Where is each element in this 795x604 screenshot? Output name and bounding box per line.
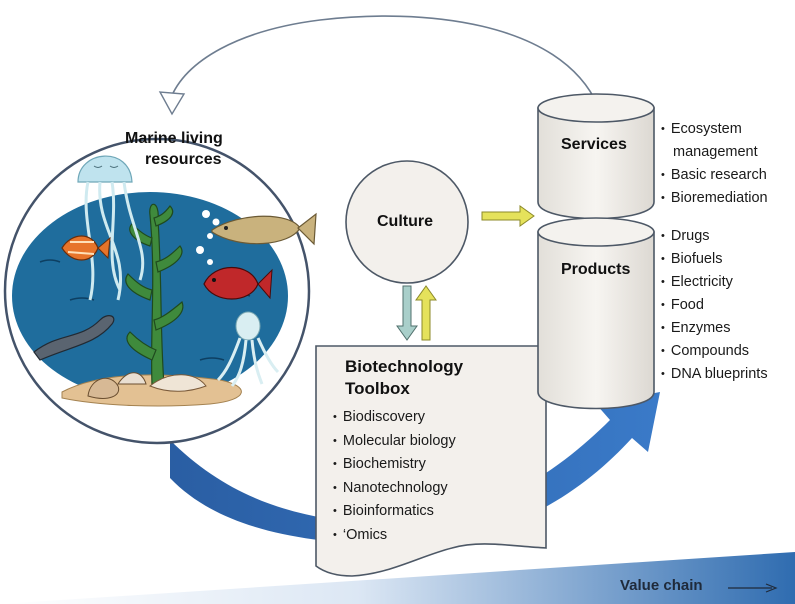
return-arc-arrowhead <box>158 91 186 116</box>
products-item: Drugs <box>661 225 768 248</box>
services-item: Ecosystem <box>661 118 768 141</box>
services-cylinder <box>537 93 655 220</box>
culture-label: Culture <box>377 213 433 230</box>
toolbox-to-culture-arrow <box>415 285 437 341</box>
toolbox-title-line2: Toolbox <box>345 379 410 398</box>
services-item: Bioremediation <box>661 187 768 210</box>
products-item: Electricity <box>661 271 768 294</box>
return-arc-arrow-outline <box>169 15 599 107</box>
culture-to-toolbox-arrow <box>396 285 418 341</box>
value-chain-arrowhead <box>765 583 778 593</box>
eel-drawing <box>33 315 115 361</box>
services-item: Basic research <box>661 164 768 187</box>
products-cylinder <box>537 217 655 410</box>
toolbox-title: Biotechnology Toolbox <box>345 356 463 400</box>
toolbox-item: Biochemistry <box>333 453 456 477</box>
products-label: Products <box>561 261 631 278</box>
toolbox-title-line1: Biotechnology <box>345 357 464 376</box>
toolbox-item: Molecular biology <box>333 430 456 454</box>
toolbox-item: Biodiscovery <box>333 406 456 430</box>
products-list: Drugs Biofuels Electricity Food Enzymes … <box>661 225 768 386</box>
products-item: Biofuels <box>661 248 768 271</box>
products-item: DNA blueprints <box>661 363 768 386</box>
services-item: management <box>673 144 758 160</box>
value-chain-band <box>0 552 795 604</box>
ocean-wave-lines <box>39 259 251 361</box>
services-list: Ecosystem management Basic research Bior… <box>661 118 768 210</box>
services-label: Services <box>561 136 627 153</box>
octopus-drawing <box>216 311 280 387</box>
bubbles <box>196 210 220 265</box>
fish-orange-drawing <box>61 235 111 261</box>
fish-red-drawing <box>203 266 273 300</box>
toolbox-item: ‘Omics <box>333 524 456 548</box>
products-item: Food <box>661 294 768 317</box>
shells-drawing <box>87 372 207 399</box>
marine-title-line2: resources <box>145 151 222 168</box>
products-item: Compounds <box>661 340 768 363</box>
marine-title-line1: Marine living <box>125 130 223 147</box>
toolbox-item: Bioinformatics <box>333 500 456 524</box>
value-chain-label: Value chain <box>620 577 703 594</box>
toolbox-list: Biodiscovery Molecular biology Biochemis… <box>333 406 456 547</box>
return-arc-arrow <box>165 11 603 108</box>
marine-resources-title: Marine living resources <box>125 128 223 170</box>
products-item: Enzymes <box>661 317 768 340</box>
culture-circle <box>345 160 469 284</box>
culture-to-services-arrow <box>481 205 535 227</box>
toolbox-item: Nanotechnology <box>333 477 456 501</box>
seaweed-drawing <box>125 203 184 386</box>
fish-tan-drawing <box>211 212 317 246</box>
